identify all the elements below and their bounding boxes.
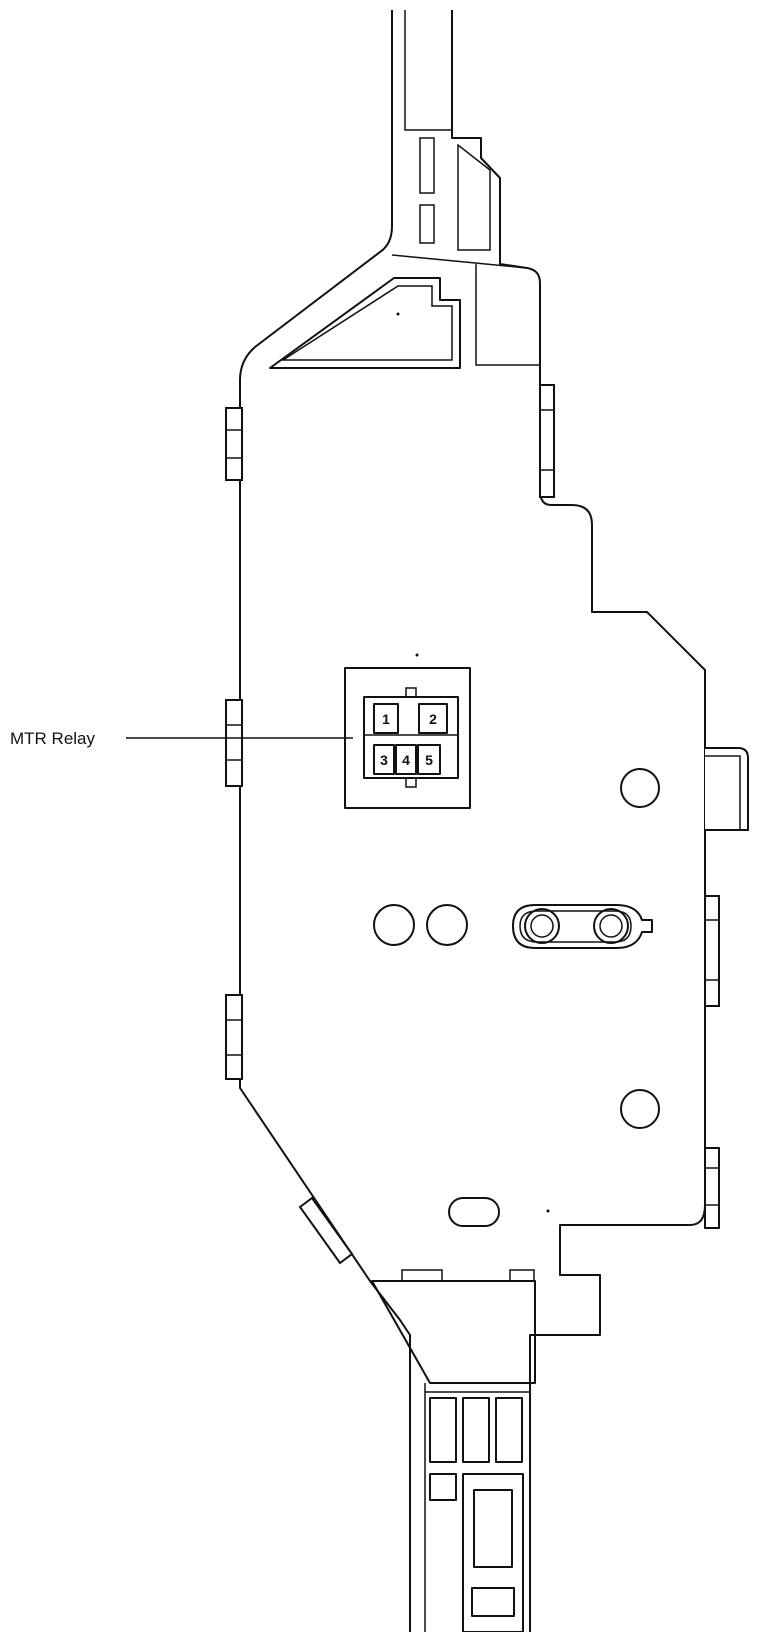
left-tab-1 [225,407,243,481]
relay-pin-2-label: 2 [429,711,437,727]
top-slot-2 [419,204,435,244]
bottom-clip-2 [509,1269,535,1282]
housing-outline [239,10,706,1632]
marker-dot-1 [396,312,400,316]
mount-hole-2 [373,904,415,946]
bolt-2-inner [599,914,623,938]
bolt-bracket [512,904,653,949]
oval-slot [448,1197,500,1227]
bolt-1-outer [524,908,560,944]
bolt-1-inner [530,914,554,938]
relay-pin-5-label: 5 [425,752,433,768]
upper-compartment-inner [280,285,453,361]
marker-dot-2 [415,653,419,657]
relay-pin-1-cell [373,703,399,734]
marker-dot-3 [546,1209,550,1213]
right-connector [705,747,749,831]
bottom-block-foot [471,1587,515,1617]
top-divider [391,254,528,269]
mount-hole-1 [620,768,660,808]
relay-pin-2-cell [418,703,448,734]
relay-socket-bottom-notch [405,777,417,788]
right-tab-3 [704,1147,720,1229]
top-slot-3 [457,143,491,251]
left-tab-2 [225,699,243,787]
bottom-block-frame [462,1473,524,1632]
upper-compartment [269,277,461,369]
relay-socket-body [363,696,459,779]
relay-pin-4-label: 4 [402,752,410,768]
relay-pin-3-cell [373,744,395,775]
bolt-2-outer [593,908,629,944]
bottom-block-inner [473,1489,513,1568]
right-tab-1 [539,384,555,498]
relay-pin-3-label: 3 [380,752,388,768]
bottom-slot-3 [495,1397,523,1463]
relay-pin-1-label: 1 [382,711,390,727]
top-slot-1 [419,137,435,194]
top-frame [404,10,452,131]
mount-hole-4 [620,1089,660,1129]
bottom-compartment [371,1280,536,1384]
bottom-slot-2 [462,1397,490,1463]
bottom-slot-4 [429,1473,457,1501]
left-tab-4 [298,1196,354,1265]
mtr-relay-label: MTR Relay [10,729,96,748]
relay-socket-top-notch [405,687,417,698]
right-tab-2 [704,895,720,1007]
mount-hole-3 [426,904,468,946]
bottom-slot-1 [429,1397,457,1463]
left-tab-3 [225,994,243,1080]
relay-pin-5-cell [417,744,441,775]
relay-pin-4-cell [395,744,417,775]
upper-right-block [475,264,540,366]
bottom-clip-1 [401,1269,443,1282]
